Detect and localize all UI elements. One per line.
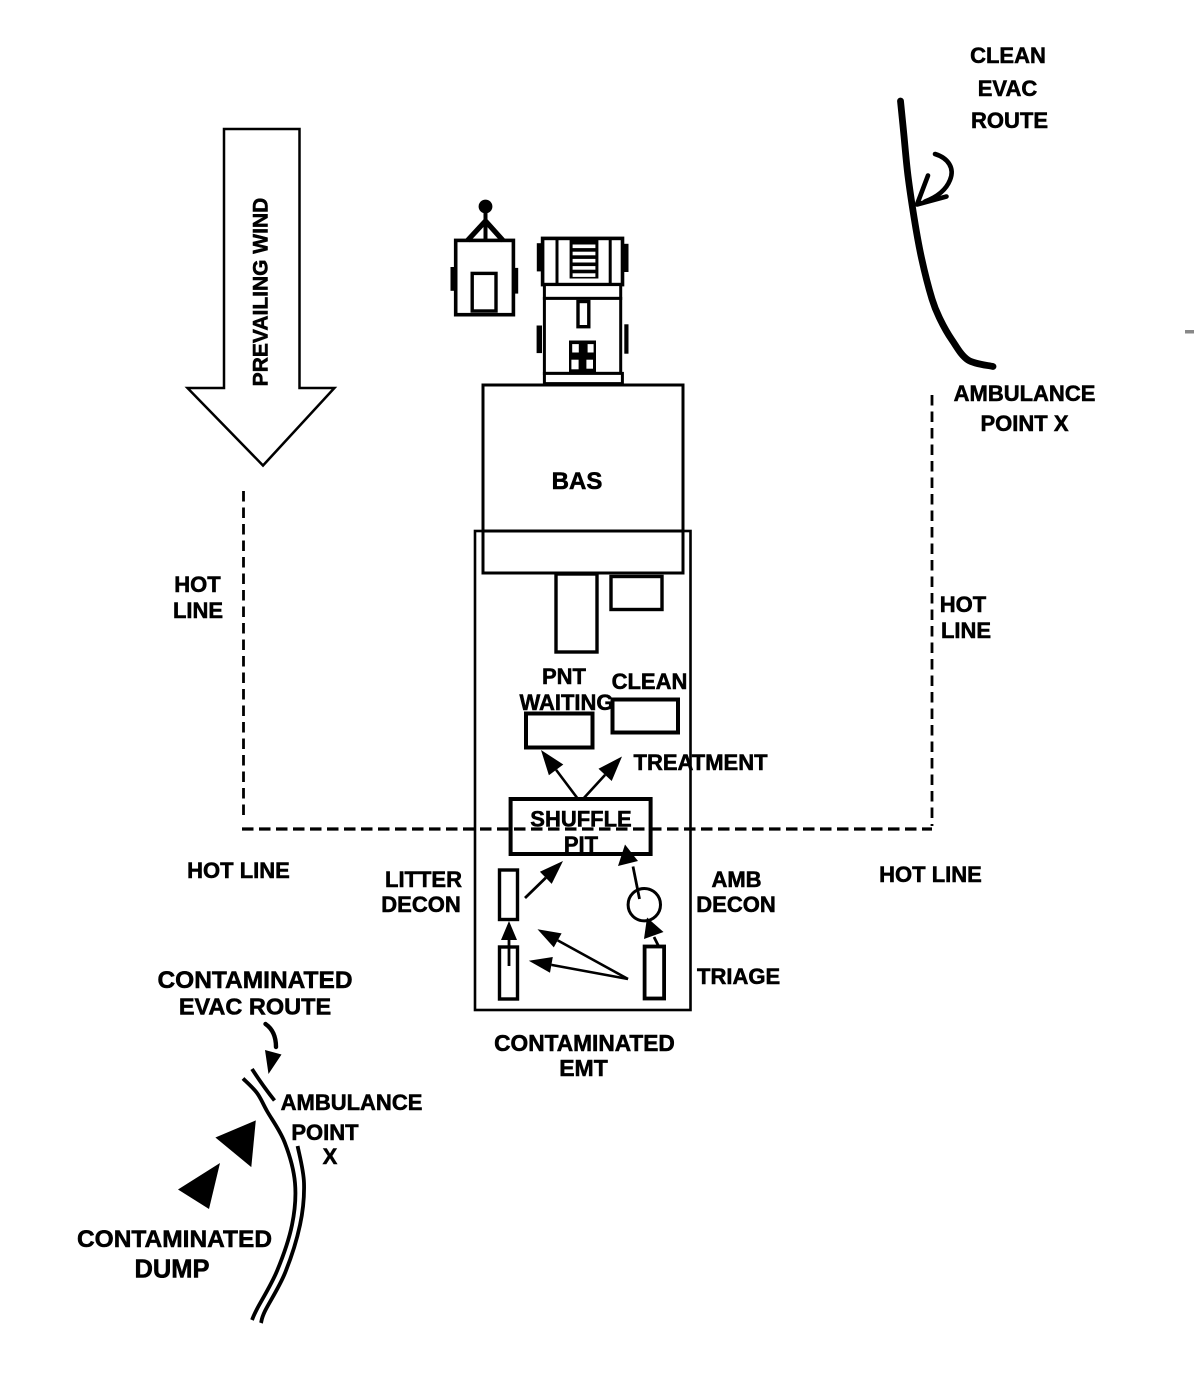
svg-text:CONTAMINATED: CONTAMINATED: [77, 1226, 272, 1253]
svg-text:LITTER: LITTER: [385, 867, 462, 892]
svg-text:DUMP: DUMP: [134, 1256, 209, 1284]
svg-text:PIT: PIT: [564, 832, 599, 857]
svg-text:LINE: LINE: [941, 618, 991, 643]
svg-text:HOT: HOT: [174, 572, 221, 597]
svg-text:POINT X: POINT X: [980, 411, 1068, 436]
svg-text:AMBULANCE: AMBULANCE: [954, 381, 1096, 406]
svg-text:PREVAILING WIND: PREVAILING WIND: [250, 198, 273, 387]
svg-text:CONTAMINATED: CONTAMINATED: [157, 967, 352, 994]
svg-text:AMBULANCE: AMBULANCE: [281, 1090, 423, 1115]
svg-text:HOT LINE: HOT LINE: [879, 862, 982, 887]
svg-text:CONTAMINATED: CONTAMINATED: [494, 1030, 675, 1056]
svg-text:CLEAN: CLEAN: [612, 669, 688, 694]
svg-text:PNT: PNT: [542, 664, 587, 689]
svg-text:ROUTE: ROUTE: [971, 108, 1048, 133]
svg-text:DECON: DECON: [696, 892, 775, 917]
svg-text:HOT: HOT: [940, 592, 987, 617]
svg-text:AMB: AMB: [711, 867, 761, 892]
svg-text:SHUFFLE: SHUFFLE: [530, 807, 631, 832]
svg-text:EVAC ROUTE: EVAC ROUTE: [179, 994, 331, 1020]
svg-text:LINE: LINE: [173, 598, 223, 623]
svg-text:WAITING: WAITING: [519, 690, 613, 715]
svg-text:EMT: EMT: [559, 1055, 608, 1081]
svg-text:BAS: BAS: [552, 468, 603, 495]
svg-text:TRIAGE: TRIAGE: [697, 964, 780, 989]
svg-text:X: X: [323, 1144, 338, 1169]
svg-text:EVAC: EVAC: [978, 76, 1038, 101]
svg-text:CLEAN: CLEAN: [970, 43, 1046, 68]
svg-text:DECON: DECON: [381, 892, 460, 917]
svg-text:TREATMENT: TREATMENT: [634, 750, 769, 775]
svg-text:POINT: POINT: [291, 1120, 359, 1145]
svg-text:HOT LINE: HOT LINE: [187, 858, 290, 883]
